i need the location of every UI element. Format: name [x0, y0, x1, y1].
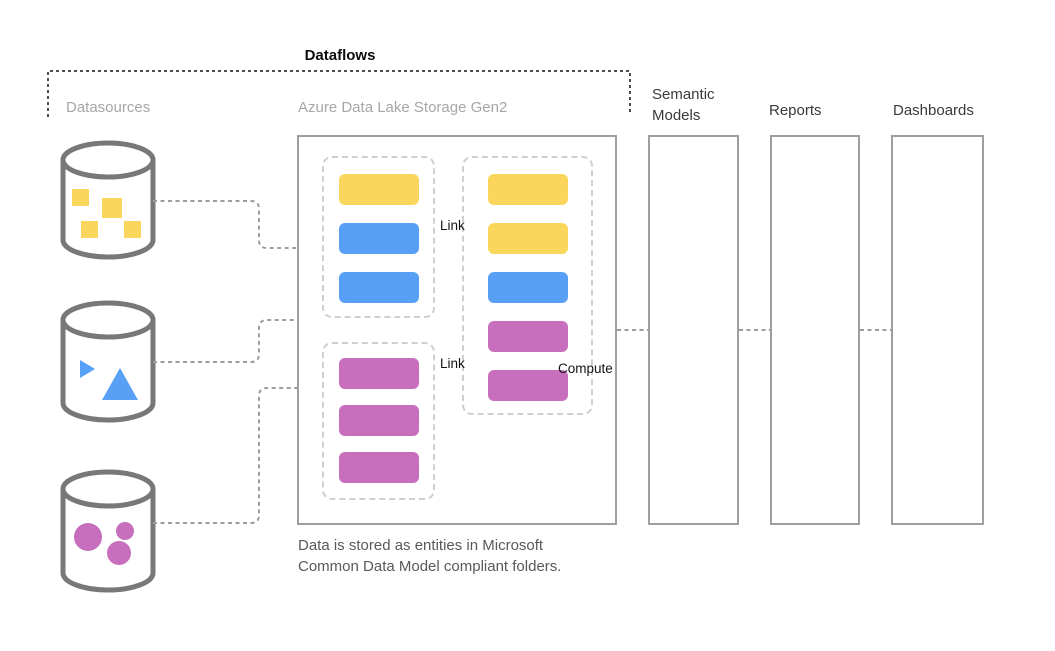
adls-caption: Data is stored as entities in Microsoft …: [298, 537, 562, 575]
blue-triangles: [80, 360, 138, 400]
connector-datasource-2: [153, 319, 297, 363]
reports-label: Reports: [769, 102, 822, 119]
entity-yellow: [487, 223, 568, 254]
entity-yellow: [338, 174, 419, 205]
connector-datasource-3: [153, 387, 297, 524]
circles-datasource-icon: [60, 469, 156, 593]
compute-label: Compute: [558, 361, 613, 376]
entity-yellow: [487, 174, 568, 205]
dashboards-box: [891, 135, 984, 525]
entity-pink: [487, 370, 568, 401]
link-label-1: Link: [440, 218, 465, 233]
dashboards-label: Dashboards: [893, 102, 974, 119]
entity-pink: [487, 321, 568, 352]
dataflows-title: Dataflows: [304, 47, 376, 64]
pink-circles: [74, 522, 134, 565]
entity-group-left-bottom: [322, 342, 435, 500]
entity-pink: [338, 452, 419, 483]
link-label-2: Link: [440, 356, 465, 371]
entity-pink: [338, 405, 419, 436]
entity-group-right: [462, 156, 593, 415]
squares-datasource-icon: [60, 140, 156, 260]
yellow-squares: [72, 189, 141, 238]
connector-datasource-1: [153, 200, 297, 249]
entity-blue: [487, 272, 568, 303]
adls-label: Azure Data Lake Storage Gen2: [298, 99, 508, 116]
semantic-models-box: [648, 135, 739, 525]
entity-blue: [338, 272, 419, 303]
entity-blue: [338, 223, 419, 254]
entity-pink: [338, 358, 419, 389]
reports-box: [770, 135, 860, 525]
entity-group-left-top: [322, 156, 435, 318]
datasources-label: Datasources: [66, 99, 151, 116]
triangles-datasource-icon: [60, 300, 156, 423]
semantic-models-label: Semantic Models: [652, 86, 715, 124]
